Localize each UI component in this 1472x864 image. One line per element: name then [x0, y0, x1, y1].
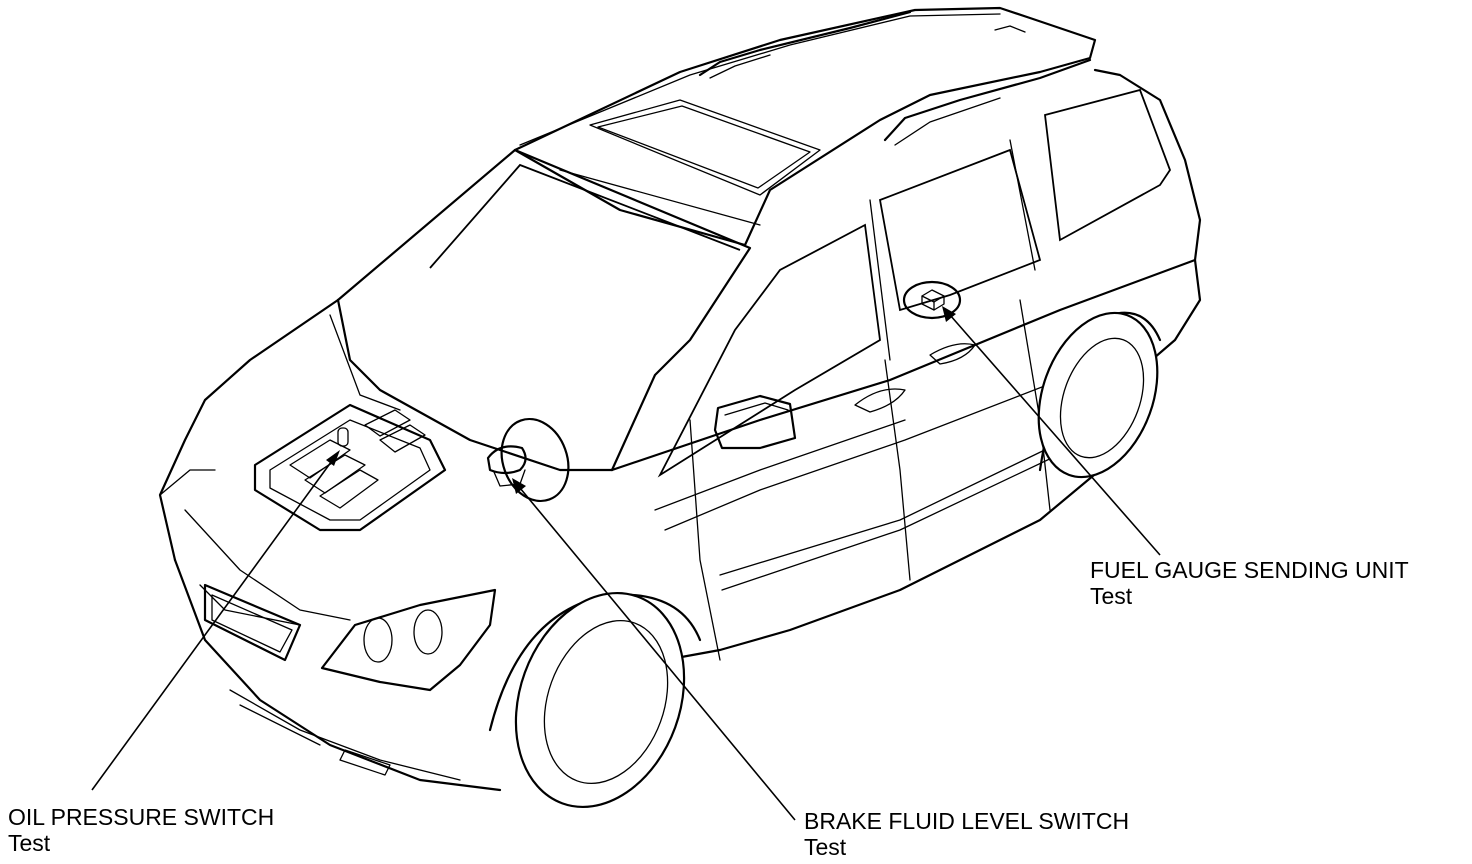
brake-fluid-level-switch-callout: BRAKE FLUID LEVEL SWITCH Test [804, 808, 1129, 860]
fuel-gauge-sending-unit-test-link[interactable]: Test [1090, 583, 1133, 609]
front-wheel [488, 591, 702, 809]
side-mirror [713, 394, 797, 450]
body-outline [158, 68, 1202, 662]
fuel-gauge-sending-unit-callout: FUEL GAUGE SENDING UNIT Test [1090, 557, 1409, 609]
arrowhead-fuel [942, 306, 956, 322]
rear-wheel [1037, 311, 1162, 479]
brake-fluid-reservoir [486, 417, 570, 503]
leader-lines [91, 306, 1161, 821]
oil-pressure-switch-label: OIL PRESSURE SWITCH [8, 804, 275, 830]
arrowhead-oil [326, 450, 340, 466]
engine-cover [253, 403, 447, 532]
leader-fuel [949, 314, 1161, 556]
front-fascia [159, 469, 502, 792]
arrowhead-brake [512, 478, 526, 494]
fuel-gauge-sending-unit-label: FUEL GAUGE SENDING UNIT [1090, 557, 1409, 583]
side-windows [657, 88, 1172, 661]
oil-pressure-switch-test-link[interactable]: Test [8, 830, 51, 856]
brake-fluid-level-switch-test-link[interactable]: Test [804, 834, 847, 860]
leader-brake [519, 487, 796, 821]
fuel-gauge-sending-unit [902, 280, 962, 320]
leader-oil [91, 457, 335, 791]
brake-fluid-level-switch-label: BRAKE FLUID LEVEL SWITCH [804, 808, 1130, 834]
roof [513, 6, 1097, 247]
oil-pressure-switch-callout: OIL PRESSURE SWITCH Test [8, 804, 274, 856]
